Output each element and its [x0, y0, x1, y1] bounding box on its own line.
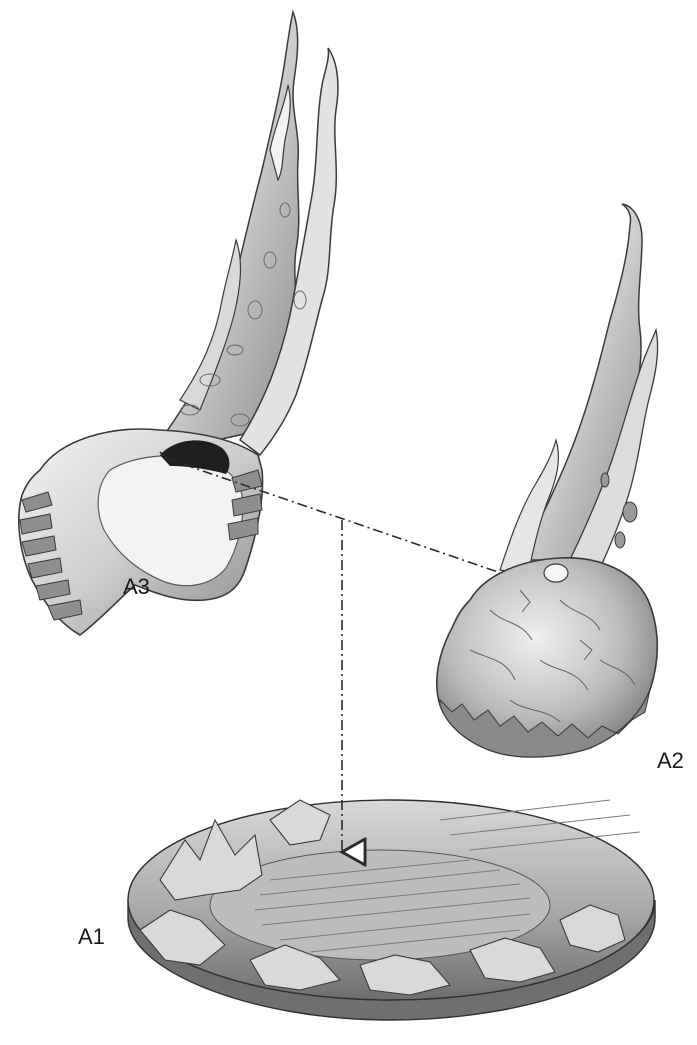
part-label-a2: A2 [657, 750, 684, 772]
part-label-a3: A3 [123, 576, 150, 598]
a2-peg-socket [544, 564, 568, 582]
part-a1-crater-base [128, 800, 655, 1020]
part-label-a1: A1 [78, 926, 105, 948]
part-a2-flaming-rock [437, 204, 658, 757]
part-a3-flame-shell [19, 12, 338, 635]
